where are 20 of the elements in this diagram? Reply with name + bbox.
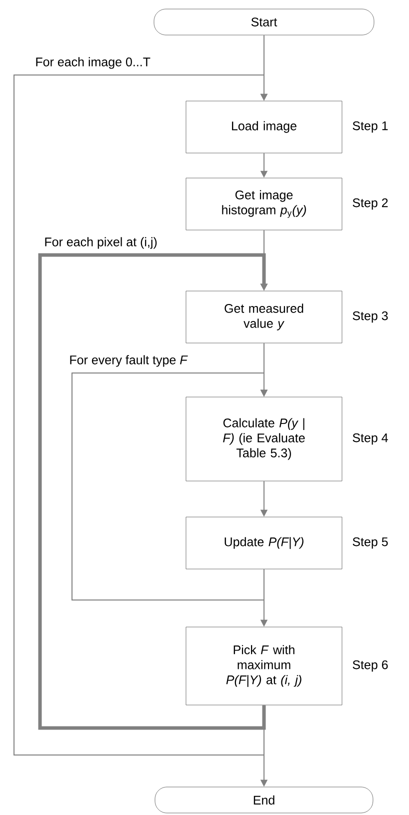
process-box: Load image (186, 100, 342, 154)
process-box: Get image histogram p$_{y}$(y) (186, 178, 342, 230)
arrow (14, 74, 268, 756)
step-label: Step 3 (352, 311, 388, 323)
edge-label: For each pixel at (i,j) (45, 237, 157, 249)
terminal-box: Start (154, 8, 374, 36)
arrow (38, 253, 268, 730)
edge-label: For every fault type F (70, 355, 188, 367)
step-label: Step 5 (352, 537, 388, 549)
terminal-box: End (154, 786, 374, 814)
process-box: Calculate P(y | F) (ie Evaluate Table 5.3) (186, 396, 342, 482)
step-label: Step 2 (352, 198, 388, 210)
process-box: Update P(F|Y) (186, 516, 342, 570)
process-box: Pick F with maximum P(F|Y) at (i, j) (186, 626, 342, 706)
step-label: Step 6 (352, 660, 388, 672)
step-label: Step 1 (352, 121, 388, 133)
arrow (72, 372, 268, 600)
step-label: Step 4 (352, 433, 388, 445)
process-box: Get measured value y (186, 290, 342, 344)
edge-label: For each image 0...T (36, 57, 150, 69)
